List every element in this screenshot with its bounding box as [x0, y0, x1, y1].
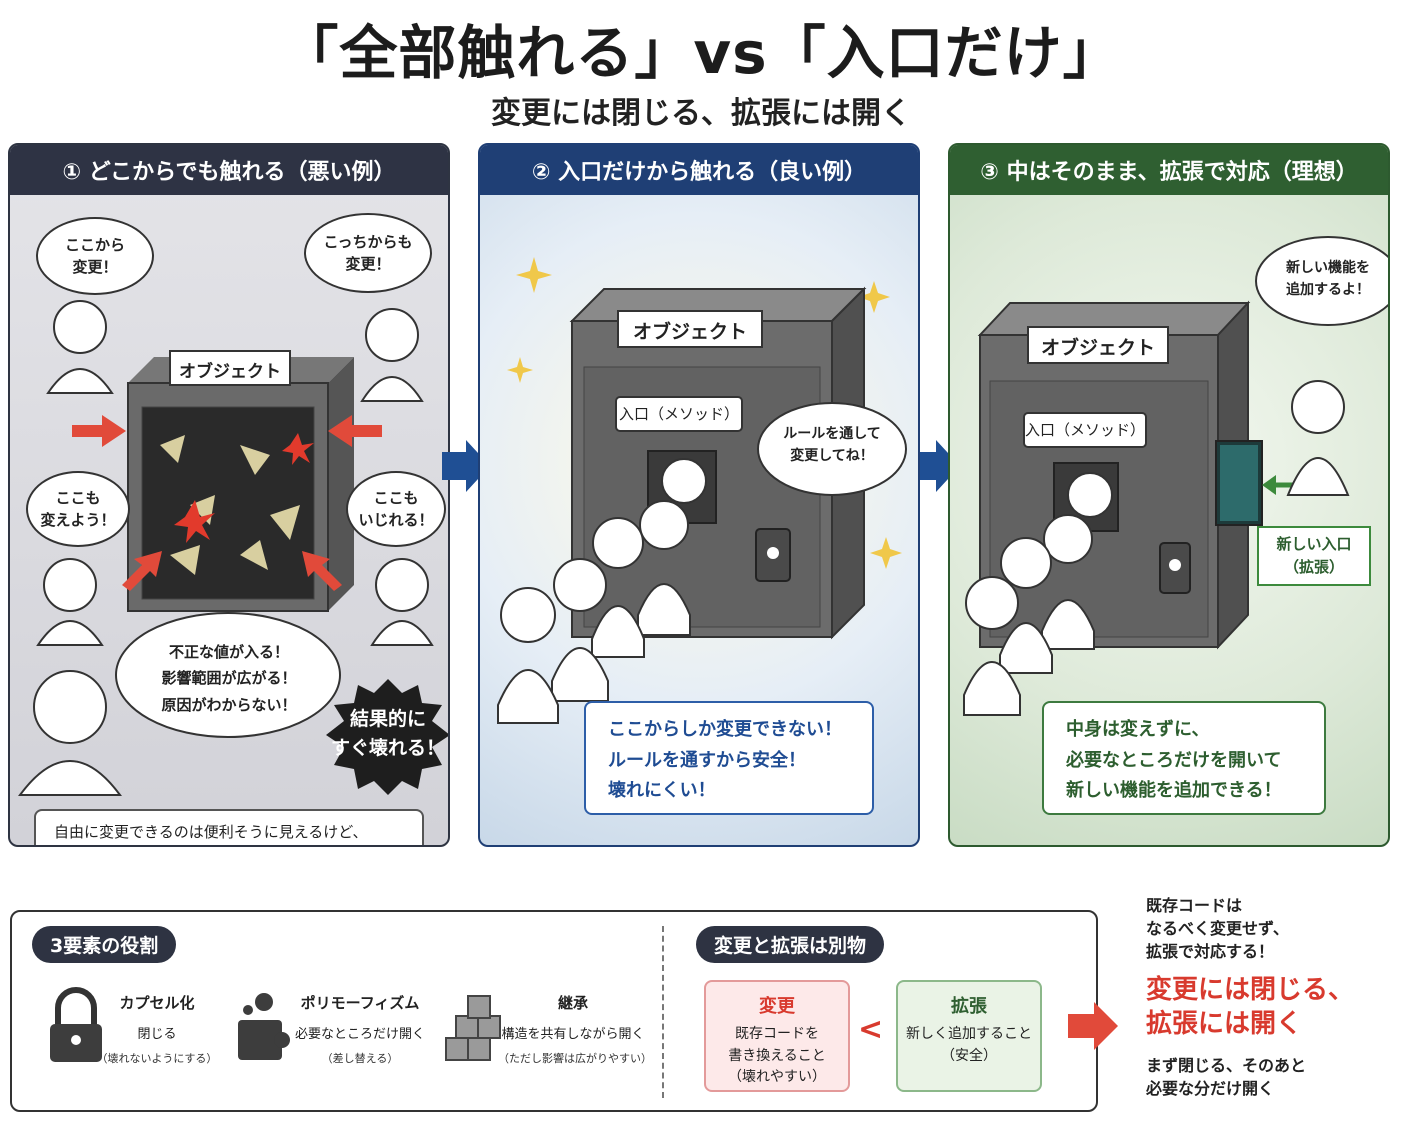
role-note: （壊れないようにする）: [96, 1052, 218, 1065]
rule-bubble-shape: [757, 402, 907, 496]
right-bottom-text: まず閉じる、そのあと 必要な分だけ開く: [1146, 1056, 1307, 1099]
extend-card: 拡張 新しく追加すること （安全）: [896, 980, 1042, 1092]
new-entrance-label: 新しい入口 （拡張）: [1276, 535, 1352, 576]
roles-title: 3要素の役割: [32, 926, 177, 963]
panel2-illustration: [497, 257, 907, 724]
panel1-note: 自由に変更できるのは便利そうに見えるけど、 すぐに壊れる原因になる…。: [34, 809, 424, 845]
role-sub: 構造を共有しながら開く: [501, 1027, 645, 1042]
padlock-icon: [50, 987, 102, 1062]
role-icons: [50, 987, 501, 1062]
warning-text: 不正な値が入る！ 影響範囲が広がる！ 原因がわからない！: [161, 643, 297, 714]
bubble-from-there: こっちからも 変更！: [304, 213, 432, 293]
panel-good-example: ② 入口だけから触れる（良い例） オブ: [478, 143, 920, 847]
people: [18, 300, 434, 796]
page-subtitle: 変更には閉じる、拡張には開く: [491, 96, 911, 131]
extend-desc: 新しく追加すること （安全）: [906, 1026, 1032, 1064]
rule-bubble: ルールを通して 変更してね！: [783, 426, 881, 465]
panel3-header: ③ 中はそのまま、拡張で対応（理想）: [950, 145, 1388, 195]
bubble-change-here: ここも 変えよう！: [26, 471, 130, 547]
feature-bubble: 新しい機能を 追加するよ！: [1286, 260, 1370, 299]
cube-stack-icon: [445, 995, 501, 1061]
panel-ideal-example: ③ 中はそのまま、拡張で対応（理想）: [948, 143, 1390, 847]
change-desc: 既存コードを 書き換えること （壊れやすい）: [728, 1026, 826, 1086]
bubble-from-here: ここから 変更！: [36, 217, 154, 295]
object-label: オブジェクト: [1040, 337, 1155, 359]
panel-bad-example: ① どこからでも触れる（悪い例）: [8, 143, 450, 847]
bottom-summary: 3要素の役割 カプセル化 閉じる （壊れないようにする） ポリモーフィズム 必要…: [10, 910, 1098, 1112]
feature-bubble-shape: [1255, 236, 1388, 326]
result-burst-shape: [326, 679, 448, 795]
less-than-symbol: <: [858, 1012, 884, 1047]
diff-title: 変更と拡張は別物: [696, 926, 885, 963]
change-title: 変更: [759, 996, 795, 1017]
method-label: 入口（メソッド）: [1024, 421, 1145, 439]
object-label: オブジェクト: [179, 362, 281, 382]
attack-arrows: [72, 415, 382, 591]
role-inheritance: 継承 構造を共有しながら開く （ただし影響は広がりやすい）: [498, 992, 652, 1066]
role-note: （ただし影響は広がりやすい）: [498, 1052, 652, 1065]
people: [963, 380, 1350, 716]
new-entrance-box: [1257, 526, 1371, 586]
panel2-summary: ここからしか変更できない！ ルールを通すから安全！ 壊れにくい！: [584, 701, 874, 815]
panel3-summary: 中身は変えずに、 必要なところだけを開いて 新しい機能を追加できる！: [1042, 701, 1326, 815]
object-label: オブジェクト: [632, 321, 747, 343]
puzzle-gear-icon: [238, 993, 290, 1060]
role-title: 継承: [557, 994, 588, 1012]
method-label: 入口（メソッド）: [618, 405, 739, 423]
panel2-header: ② 入口だけから触れる（良い例）: [480, 145, 918, 195]
object-label-plate: [169, 350, 291, 386]
bubble-tinker-here: ここも いじれる！: [346, 471, 446, 547]
panel1-illustration: [18, 300, 448, 796]
warning-bubble-shape: [115, 612, 341, 738]
panel1-header: ① どこからでも触れる（悪い例）: [10, 145, 448, 195]
result-text: 結果的に すぐ壊れる！: [330, 708, 445, 759]
role-sub: 必要なところだけ開く: [294, 1027, 425, 1042]
section-divider: [662, 926, 664, 1098]
role-polymorphism: ポリモーフィズム 必要なところだけ開く （差し替える）: [290, 992, 430, 1066]
right-main-text: 変更には閉じる、 拡張には開く: [1146, 975, 1355, 1039]
role-sub: 閉じる: [137, 1027, 177, 1042]
change-card: 変更 既存コードを 書き換えること （壊れやすい）: [704, 980, 850, 1092]
extend-title: 拡張: [951, 996, 987, 1017]
role-title: ポリモーフィズム: [300, 994, 420, 1012]
sparkles: [507, 257, 902, 569]
role-encapsulation: カプセル化 閉じる （壊れないようにする）: [92, 992, 222, 1066]
broken-object-box: [127, 357, 354, 612]
panel3-illustration: [963, 236, 1388, 716]
queue-people: [497, 458, 707, 724]
role-note: （差し替える）: [321, 1052, 399, 1065]
page-title: 「全部触れる」vs「入口だけ」: [280, 19, 1122, 87]
right-top-text: 既存コードは なるべく変更せず、 拡張で対応する！: [1146, 896, 1289, 962]
role-title: カプセル化: [119, 994, 195, 1012]
